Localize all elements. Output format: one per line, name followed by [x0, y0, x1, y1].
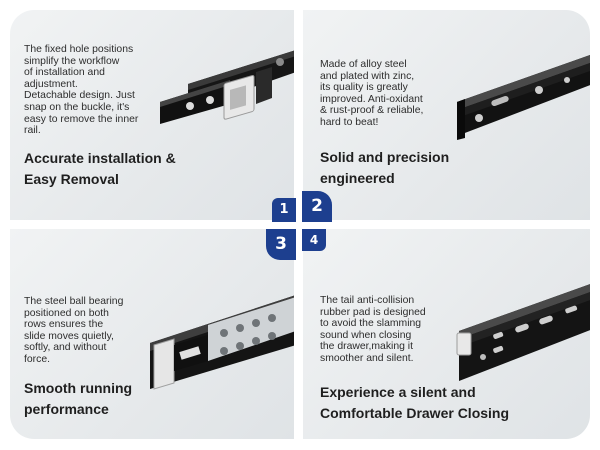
feature-description: The steel ball bearing positioned on bot…	[24, 296, 124, 365]
feature-description: The fixed hole positions simplify the wo…	[24, 44, 139, 137]
panel-number-badge-2: 2	[302, 191, 332, 222]
feature-description: The tail anti-collision rubber pad is de…	[320, 295, 426, 364]
feature-panel-installation: The fixed hole positions simplify the wo…	[10, 10, 294, 220]
slide-rail-ball-bearing-image	[150, 295, 294, 390]
slide-rail-zinc-image	[457, 55, 590, 140]
slide-rail-rubber-pad-image	[456, 284, 590, 381]
feature-panel-silent: The tail anti-collision rubber pad is de…	[303, 229, 590, 439]
panel-number-badge-4: 4	[302, 229, 326, 251]
feature-title: Experience a silent and Comfortable Draw…	[320, 384, 510, 421]
panel-number-badge-1: 1	[272, 198, 296, 222]
feature-description: Made of alloy steel and plated with zinc…	[320, 59, 424, 128]
panel-number-badge-3: 3	[266, 229, 296, 260]
feature-panel-material: Made of alloy steel and plated with zinc…	[303, 10, 590, 220]
feature-panel-performance: The steel ball bearing positioned on bot…	[10, 229, 294, 439]
feature-title: Solid and precision engineered	[320, 149, 450, 186]
feature-title: Accurate installation & Easy Removal	[24, 150, 176, 187]
slide-rail-buckle-image	[160, 50, 294, 124]
feature-title: Smooth running performance	[24, 380, 133, 417]
